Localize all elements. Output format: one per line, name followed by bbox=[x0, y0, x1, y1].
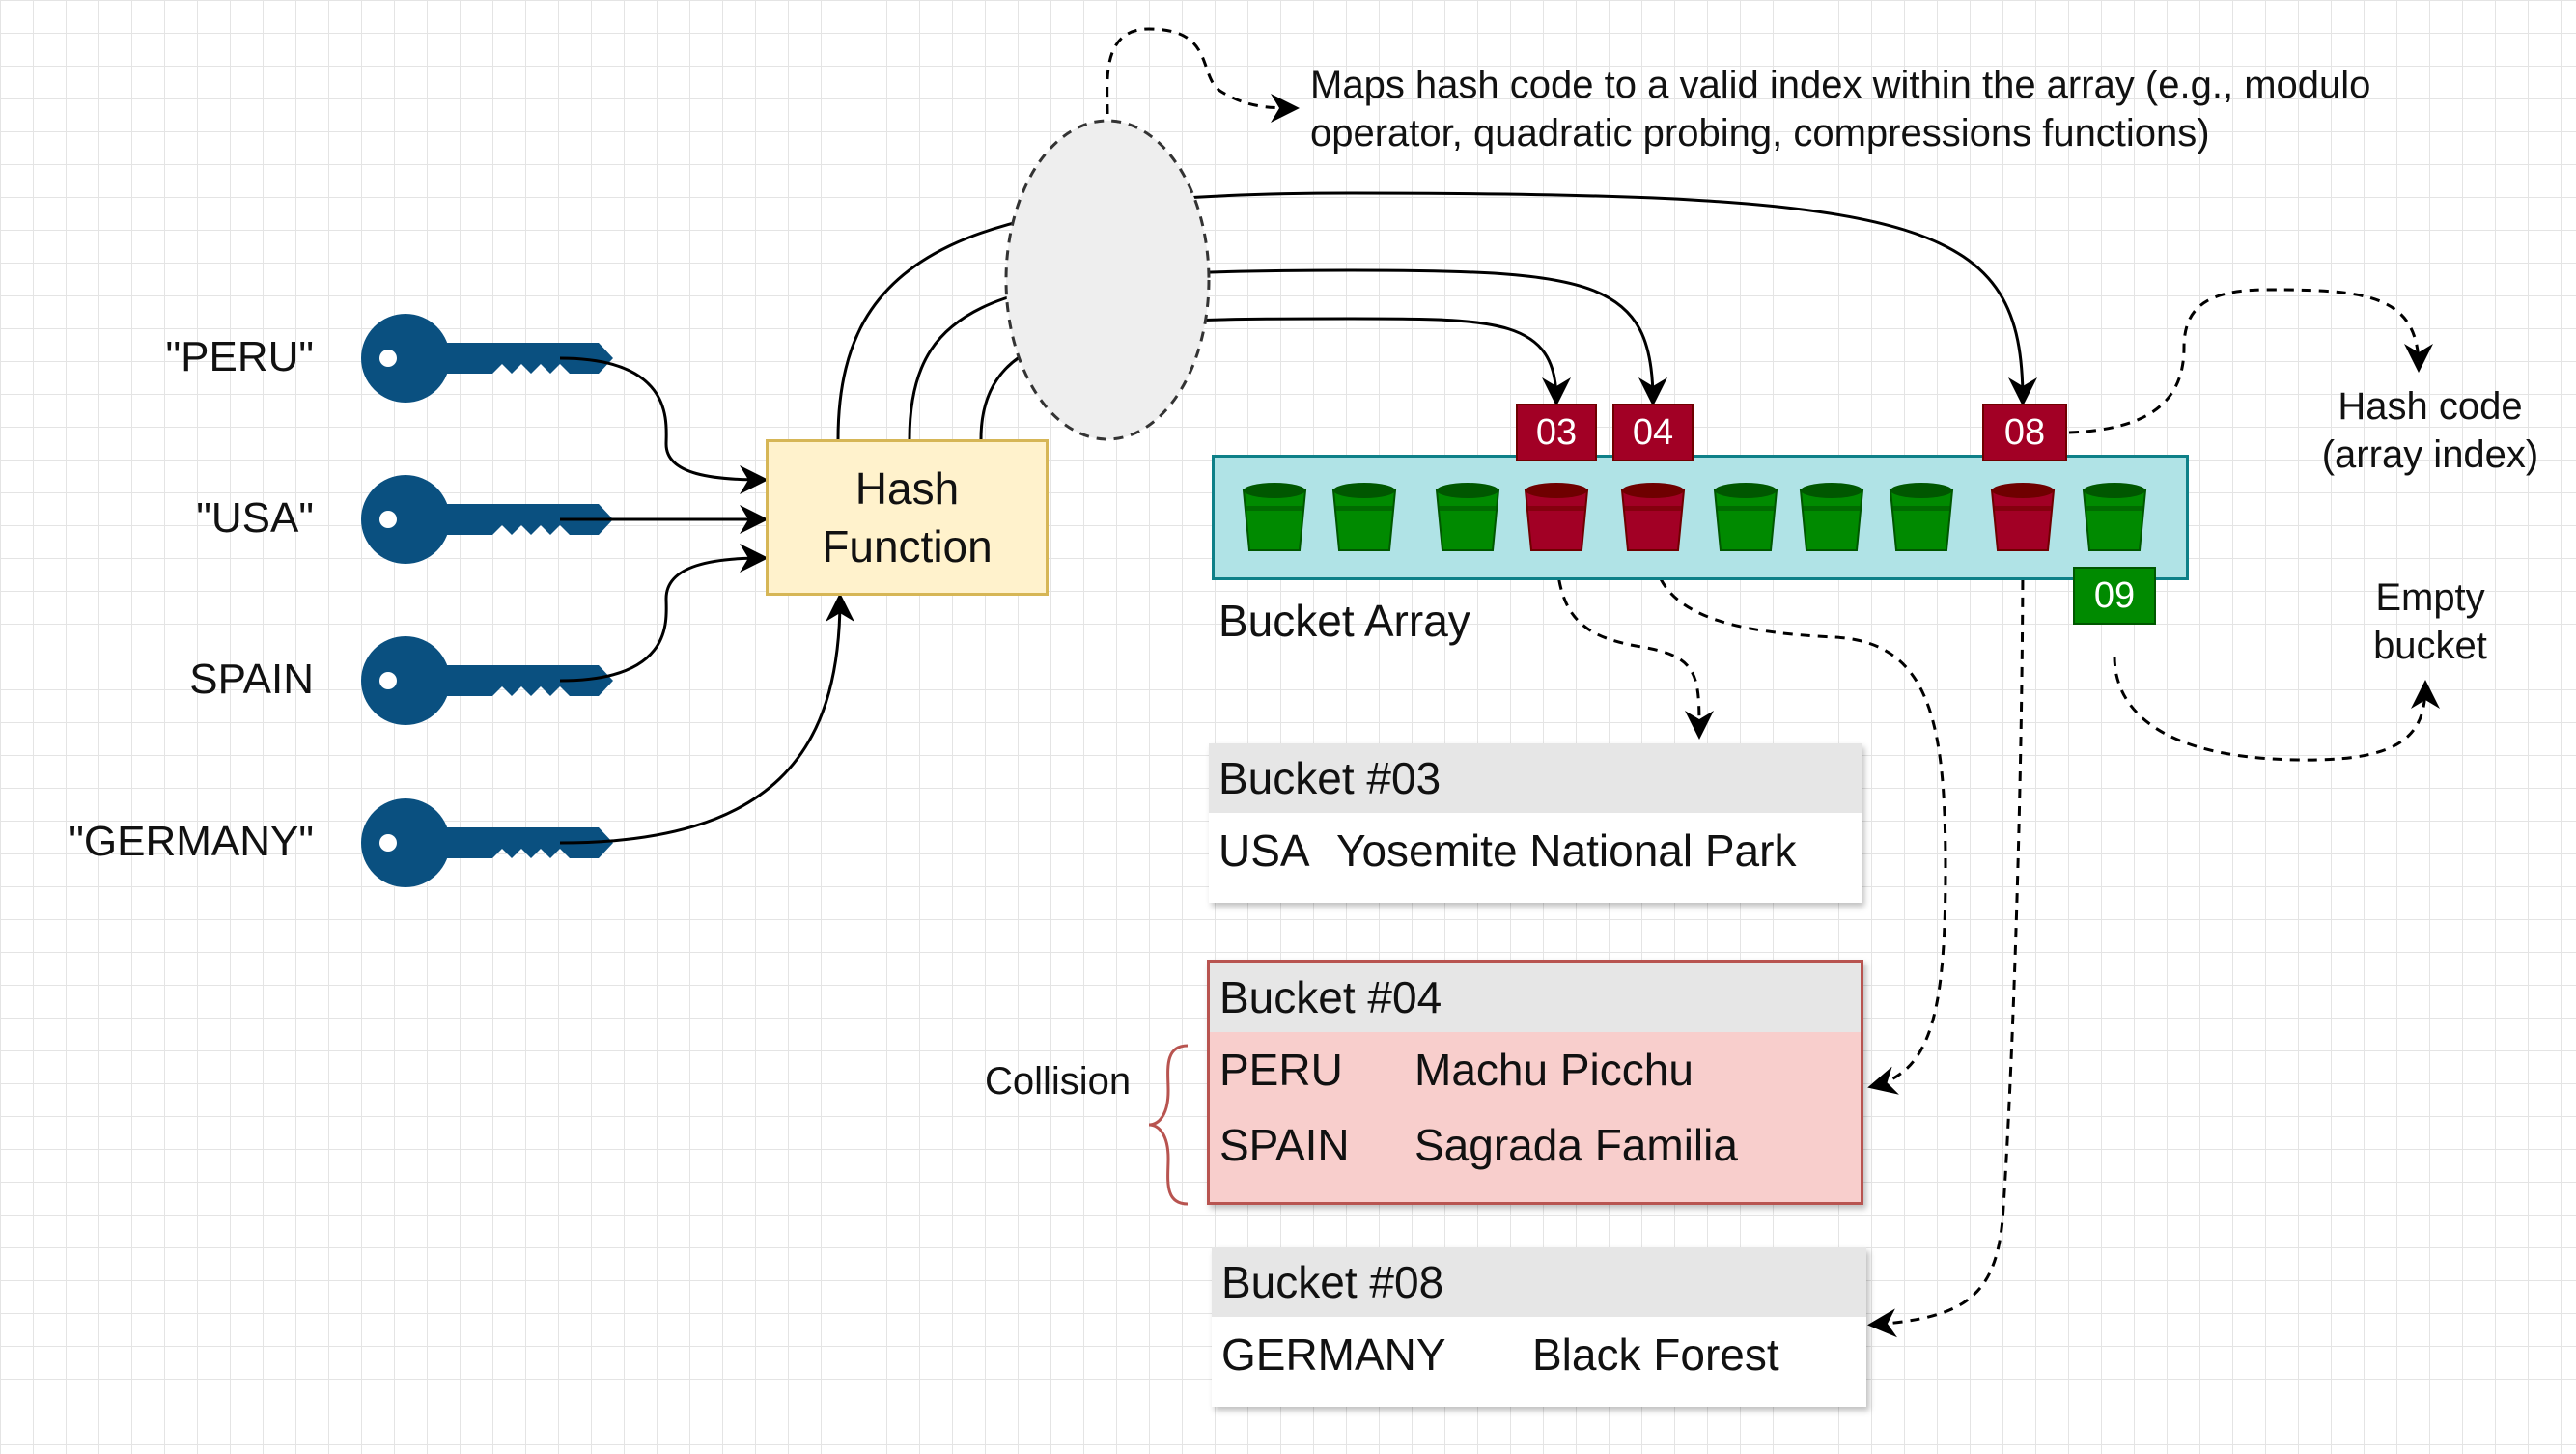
bucket-card-03-title: Bucket #03 bbox=[1209, 743, 1862, 813]
arrow-hash-to-04 bbox=[908, 268, 1667, 440]
entry-value: Machu Picchu bbox=[1414, 1045, 1694, 1095]
index-badge-04: 04 bbox=[1612, 404, 1694, 461]
arrow-peru-to-hash bbox=[559, 356, 769, 494]
arrow-hash-to-03 bbox=[979, 317, 1571, 440]
bucket-card-04-title: Bucket #04 bbox=[1210, 963, 1861, 1032]
bucket-card-04: Bucket #04 PERU Machu Picchu SPAIN Sagra… bbox=[1207, 960, 1863, 1205]
bucket-card-03-row: USA Yosemite National Park bbox=[1209, 813, 1862, 888]
index-badge-09: 09 bbox=[2073, 567, 2156, 625]
compression-note: Maps hash code to a valid index within t… bbox=[1310, 61, 2370, 157]
compression-note-line1: Maps hash code to a valid index within t… bbox=[1310, 64, 2371, 106]
arrow-hashcode-annotation bbox=[2068, 288, 2433, 434]
key-label-peru: "PERU" bbox=[165, 333, 314, 380]
compression-ellipse bbox=[1004, 119, 1211, 441]
entry-value: Sagrada Familia bbox=[1414, 1120, 1738, 1170]
key-label-usa: "USA" bbox=[196, 494, 314, 542]
hash-code-annotation-line1: Hash code bbox=[2338, 385, 2523, 428]
hash-code-annotation: Hash code (array index) bbox=[2310, 382, 2551, 479]
index-badge-03: 03 bbox=[1516, 404, 1597, 461]
bucket-card-08: Bucket #08 GERMANY Black Forest bbox=[1212, 1247, 1866, 1407]
arrow-ellipse-to-note bbox=[1106, 27, 1300, 123]
entry-key: SPAIN bbox=[1219, 1120, 1350, 1170]
collision-brace bbox=[1148, 1044, 1189, 1206]
key-label-spain: SPAIN bbox=[189, 656, 314, 703]
arrow-hash-to-08 bbox=[836, 191, 2037, 440]
arrow-spain-to-hash bbox=[559, 544, 769, 683]
key-label-germany: "GERMANY" bbox=[69, 818, 314, 865]
arrow-04-to-card bbox=[1651, 545, 1947, 1095]
bucket-card-08-row: GERMANY Black Forest bbox=[1212, 1317, 1866, 1392]
bucket-card-04-row: PERU Machu Picchu bbox=[1210, 1032, 1861, 1107]
entry-key: USA bbox=[1218, 825, 1310, 876]
arrow-germany-to-hash bbox=[559, 593, 854, 845]
entry-value: Black Forest bbox=[1532, 1329, 1779, 1380]
hash-function-label-line2: Function bbox=[822, 521, 993, 572]
entry-value: Yosemite National Park bbox=[1336, 825, 1797, 876]
hash-function-box: Hash Function bbox=[766, 439, 1049, 596]
hash-code-annotation-line2: (array index) bbox=[2321, 433, 2539, 476]
collision-label: Collision bbox=[985, 1060, 1132, 1103]
bucket-array-label: Bucket Array bbox=[1218, 596, 1470, 646]
index-badge-08: 08 bbox=[1982, 404, 2067, 461]
compression-note-line2: operator, quadratic probing, compression… bbox=[1310, 112, 2210, 154]
bucket-card-08-title: Bucket #08 bbox=[1212, 1247, 1866, 1317]
arrow-08-to-card bbox=[1867, 545, 2025, 1338]
empty-bucket-annotation-line2: bucket bbox=[2373, 625, 2487, 667]
entry-key: GERMANY bbox=[1221, 1329, 1446, 1380]
bucket-card-03: Bucket #03 USA Yosemite National Park bbox=[1209, 743, 1862, 903]
bucket-array bbox=[1212, 455, 2189, 580]
empty-bucket-annotation: Empty bucket bbox=[2310, 573, 2551, 670]
entry-key: PERU bbox=[1219, 1045, 1343, 1095]
arrow-empty-annotation bbox=[2113, 656, 2440, 762]
empty-bucket-annotation-line1: Empty bbox=[2375, 576, 2485, 619]
bucket-card-04-row: SPAIN Sagrada Familia bbox=[1210, 1107, 1861, 1183]
hash-function-label-line1: Hash bbox=[854, 463, 960, 514]
